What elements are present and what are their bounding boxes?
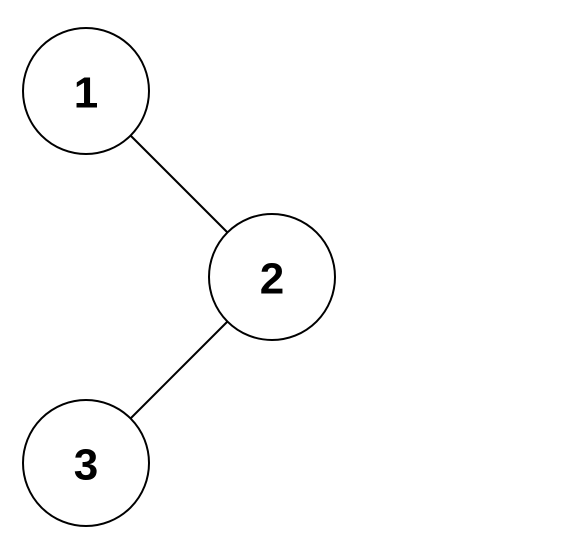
node-2-label: 2 [260,255,284,304]
node-3-label: 3 [74,441,98,490]
edge-2-3 [130,321,228,419]
edge-1-2 [130,135,228,233]
tree-node-2: 2 [208,213,336,341]
tree-node-1: 1 [22,27,150,155]
node-2-circle [208,213,336,341]
tree-node-3: 3 [22,399,150,527]
node-1-circle [22,27,150,155]
node-1-label: 1 [74,69,98,118]
node-3-circle [22,399,150,527]
